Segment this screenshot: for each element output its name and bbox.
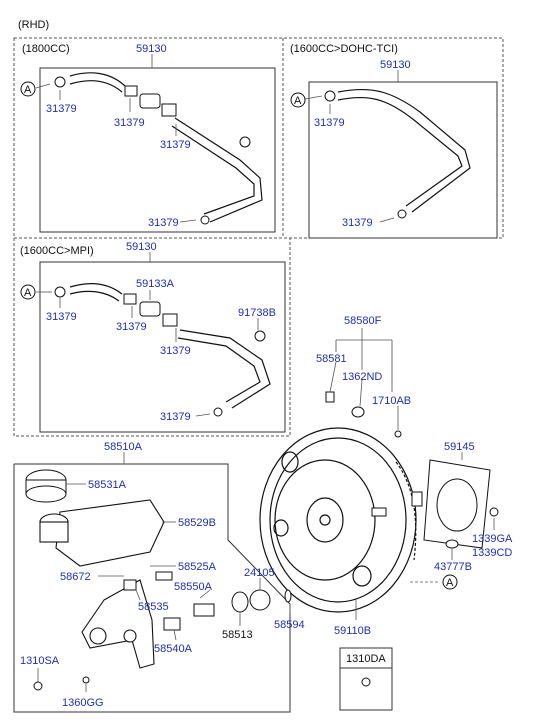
label-31379-c3: 31379 [160,345,191,357]
ref-a-4: A [446,577,454,589]
master-cylinder [81,579,155,669]
label-58540a: 58540A [154,643,193,655]
label-31379-a1: 31379 [46,103,77,115]
section-tci-title: (1600CC>DOHC-TCI) [290,43,398,55]
label-31379-c2: 31379 [116,321,147,333]
rhd-label: (RHD) [18,19,49,31]
label-58510a: 58510A [104,441,143,453]
callout-box [339,647,393,711]
label-31379-b2: 31379 [342,217,373,229]
ref-circle-a-2 [290,92,306,108]
reservoir-cap [25,469,67,503]
label-59130-b: 59130 [380,59,411,71]
ref-a-1: A [24,84,32,96]
label-1710ab: 1710AB [372,395,411,407]
label-58580f: 58580F [344,315,382,327]
label-31379-c1: 31379 [46,311,77,323]
hose-1800 [69,72,263,223]
label-58550a: 58550A [174,581,213,593]
label-58529b: 58529B [178,517,216,529]
label-1360gg: 1360GG [62,697,104,709]
label-91738b: 91738B [238,307,276,319]
label-31379-b1: 31379 [314,117,345,129]
ref-a-3: A [24,287,32,299]
booster-body [259,427,417,613]
label-24105: 24105 [244,567,275,579]
section-tci-inner [308,81,498,239]
hose-tci [337,88,471,213]
label-58513: 58513 [222,629,253,641]
fittings-1800 [54,76,251,225]
label-1339ga: 1339GA [472,533,513,545]
label-58531a: 58531A [88,479,127,491]
label-31379-c4: 31379 [160,411,191,423]
label-59145: 59145 [444,441,475,453]
label-1310sa: 1310SA [20,655,60,667]
label-58594: 58594 [274,619,305,631]
ref-circle-a-4 [442,574,458,590]
reservoir [39,499,165,567]
label-1339cd: 1339CD [472,547,512,559]
label-59110b: 59110B [334,625,371,637]
label-58525a: 58525A [178,561,217,573]
section-1800-frame [13,37,504,239]
label-31379-a2: 31379 [114,117,145,129]
section-1800-title: (1800CC) [22,43,70,55]
label-58535: 58535 [138,601,169,613]
gasket [423,459,491,549]
label-1362nd: 1362ND [342,371,382,383]
ref-circle-a-1 [20,81,36,97]
hose-mpi [69,283,271,409]
label-59130-a: 59130 [136,43,167,55]
label-31379-a3: 31379 [160,139,191,151]
callout-title: 1310DA [346,653,386,665]
label-58672: 58672 [60,571,91,583]
booster-studs [371,491,423,517]
ref-circle-a-3 [20,284,36,300]
label-31379-a4: 31379 [148,217,179,229]
section-mpi-inner [39,261,286,433]
section-1800-inner [39,67,276,233]
section-mpi-frame [13,238,291,437]
label-58581: 58581 [316,353,347,365]
section-mpi-title: (1600CC>MPI) [20,245,94,257]
label-59130-c: 59130 [126,241,157,253]
ref-a-2: A [294,95,302,107]
label-43777b: 43777B [434,561,472,573]
label-59133a: 59133A [136,278,175,290]
